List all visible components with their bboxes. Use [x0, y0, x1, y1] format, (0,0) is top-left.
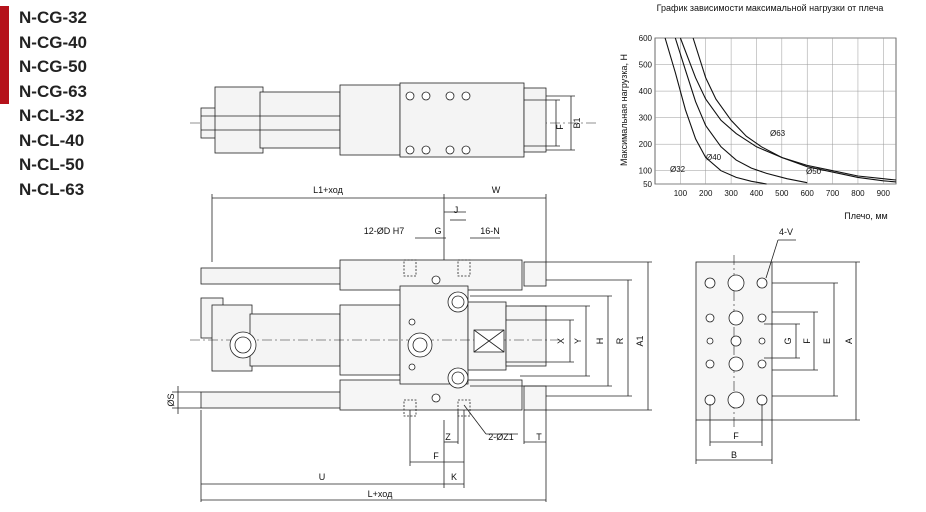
dim-t: T — [536, 432, 542, 442]
dim-e: E — [822, 338, 832, 344]
chart-x-tick-label: 700 — [826, 189, 840, 198]
dim-a: A — [844, 338, 854, 344]
chart-series-line — [674, 37, 808, 184]
chart-series-line — [692, 37, 897, 183]
dim-f-front: F — [433, 451, 439, 461]
chart-series-line — [664, 37, 767, 185]
dim-b1: B1 — [572, 117, 582, 128]
top-view — [190, 82, 598, 158]
dim-g-side: G — [783, 337, 793, 344]
chart-x-tick-label: 100 — [674, 189, 688, 198]
model-item: N-CG-50 — [0, 55, 120, 80]
dim-l: L+ход — [368, 489, 393, 499]
dim-s: ØS — [166, 393, 176, 406]
model-item: N-CG-40 — [0, 30, 120, 56]
chart-plot-area — [654, 37, 897, 185]
dim-y: Y — [573, 338, 583, 344]
dim-d: 12-ØD H7 — [364, 226, 405, 236]
model-item: N-CG-32 — [0, 6, 120, 31]
model-item: N-CL-63 — [19, 179, 85, 199]
chart-x-axis-label: Плечо, мм — [844, 211, 888, 221]
model-item: N-CL-40 — [19, 130, 85, 150]
chart-x-tick-label: 200 — [699, 189, 713, 198]
dim-h: H — [595, 338, 605, 345]
dim-x: X — [556, 338, 566, 344]
chart-y-tick-label: 500 — [639, 61, 653, 70]
chart-y-tick-label: 100 — [639, 167, 653, 176]
chart-series-label: Ø50 — [806, 167, 822, 176]
chart-series-label: Ø63 — [770, 129, 786, 138]
chart-y-tick-label: 600 — [639, 34, 653, 43]
dim-g: G — [434, 226, 441, 236]
front-view — [172, 194, 652, 502]
dim-z: Z — [445, 432, 451, 442]
chart-x-tick-label: 400 — [750, 189, 764, 198]
chart-y-axis-label: Максимальная нагрузка, Н — [619, 54, 629, 166]
dim-f-bottom: F — [733, 431, 739, 441]
chart-y-tick-label: 300 — [639, 114, 653, 123]
chart-series-label: Ø40 — [706, 153, 722, 162]
dim-a1: A1 — [635, 335, 645, 346]
side-view — [695, 239, 860, 464]
chart-x-tick-label: 600 — [801, 189, 815, 198]
model-item: N-CG-63 — [0, 79, 120, 105]
dim-l1: L1+ход — [313, 185, 343, 195]
model-item: N-CL-50 — [19, 155, 85, 174]
dim-f-side: F — [802, 338, 812, 344]
dim-z1: 2-ØZ1 — [488, 432, 514, 442]
chart-series-line — [679, 37, 897, 181]
dim-f-top: F — [555, 124, 565, 130]
dim-w: W — [492, 185, 501, 195]
chart-y-tick-label: 50 — [643, 180, 652, 189]
dim-n: 16-N — [480, 226, 500, 236]
chart-y-tick-label: 200 — [639, 140, 653, 149]
chart-x-tick-label: 900 — [877, 189, 891, 198]
chart-x-tick-label: 300 — [724, 189, 738, 198]
chart-x-tick-label: 500 — [775, 189, 789, 198]
chart-title: График зависимости максимальной нагрузки… — [657, 3, 884, 13]
model-item: N-CL-32 — [19, 106, 85, 125]
dim-r: R — [615, 337, 625, 344]
dim-b: B — [731, 450, 737, 460]
dim-k: K — [451, 472, 457, 482]
dim-j: J — [454, 205, 459, 215]
chart-y-tick-label: 400 — [639, 87, 653, 96]
dim-v: 4-V — [779, 227, 793, 237]
model-list: N-CG-32 N-CG-40 N-CG-50 N-CG-63 N-CL-32 … — [0, 6, 120, 202]
chart-x-tick-label: 800 — [851, 189, 865, 198]
chart-series-label: Ø32 — [670, 165, 686, 174]
dim-u: U — [319, 472, 326, 482]
load-chart: 100 200 300 400 500 600 700 800 900 50 100 200 300 40… — [619, 3, 897, 221]
